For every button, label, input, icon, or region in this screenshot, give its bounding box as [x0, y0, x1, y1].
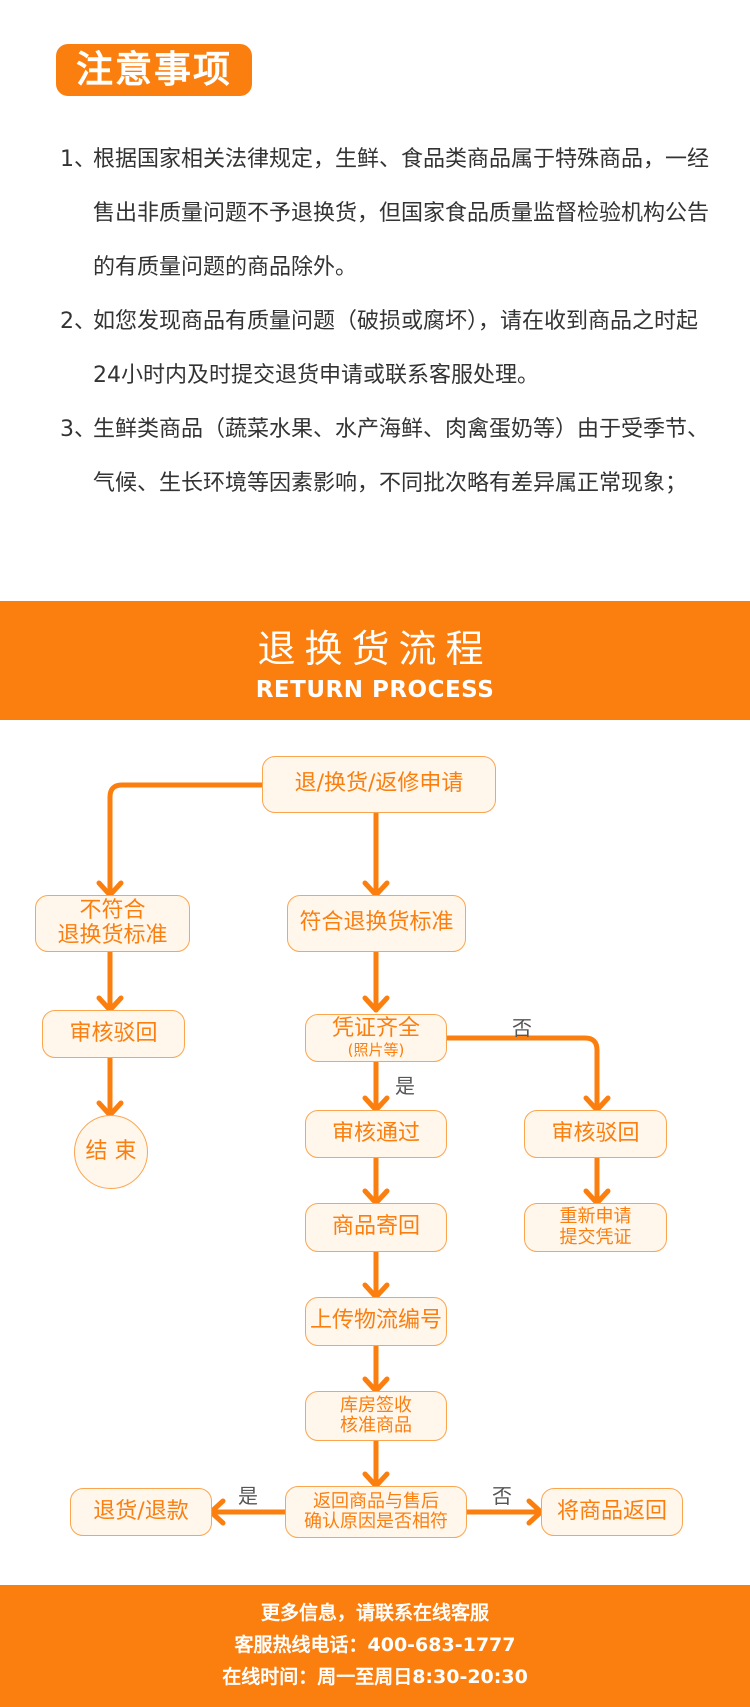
node-proof-line2: (照片等)	[347, 1040, 405, 1059]
edge-proof-to-reject-right	[444, 1035, 600, 1113]
node-apply: 退/换货/返修申请	[262, 756, 496, 813]
label-yes-bottom: 是	[238, 1484, 258, 1508]
node-warehouse: 库房签收 核准商品	[305, 1391, 447, 1441]
notice-item-1-text: 根据国家相关法律规定，生鲜、食品类商品属于特殊商品，一经售出非质量问题不予退换货…	[93, 147, 710, 280]
node-not-meet: 不符合 退换货标准	[35, 895, 190, 952]
node-reject-left-label: 审核驳回	[69, 1020, 158, 1046]
node-reject-right-label: 审核驳回	[551, 1120, 640, 1146]
node-end-label: 结 束	[85, 1138, 137, 1164]
node-return-goods-label: 将商品返回	[556, 1498, 667, 1524]
node-warehouse-line1: 库房签收	[340, 1394, 412, 1416]
return-flowchart: 退/换货/返修申请 不符合 退换货标准 符合退换货标准 审核驳回 结 束 凭证齐…	[0, 720, 750, 1585]
node-refund: 退货/退款	[70, 1488, 212, 1536]
node-not-meet-line2: 退换货标准	[57, 922, 168, 948]
notice-item-1: 1、 根据国家相关法律规定，生鲜、食品类商品属于特殊商品，一经售出非质量问题不予…	[60, 133, 710, 295]
node-apply-label: 退/换货/返修申请	[294, 771, 464, 797]
node-resubmit-line2: 提交凭证	[559, 1226, 632, 1248]
node-refund-label: 退货/退款	[93, 1498, 189, 1524]
label-yes-mid: 是	[395, 1074, 415, 1098]
node-upload-label: 上传物流编号	[309, 1308, 442, 1334]
notice-item-2-text: 如您发现商品有质量问题（破损或腐坏），请在收到商品之时起24小时内及时提交退货申…	[93, 309, 699, 388]
node-meet: 符合退换货标准	[287, 895, 466, 952]
node-pass-label: 审核通过	[331, 1120, 420, 1146]
node-confirm-line2: 确认原因是否相符	[304, 1511, 448, 1532]
footer-hotline: 客服热线电话：400-683-1777	[234, 1634, 516, 1656]
notice-item-2: 2、 如您发现商品有质量问题（破损或腐坏），请在收到商品之时起24小时内及时提交…	[60, 295, 710, 403]
banner-title-en: RETURN PROCESS	[255, 677, 495, 703]
banner-title-zh: 退换货流程	[257, 627, 493, 671]
node-confirm-line1: 返回商品与售后	[313, 1490, 439, 1512]
node-pass: 审核通过	[305, 1110, 447, 1158]
notice-item-1-number: 1、	[60, 147, 96, 172]
process-banner: 退换货流程 RETURN PROCESS	[0, 601, 750, 720]
arrowhead-proof	[362, 995, 390, 1013]
footer-hours: 在线时间：周一至周日8:30-20:30	[222, 1666, 528, 1688]
node-confirm: 返回商品与售后 确认原因是否相符	[285, 1486, 467, 1538]
node-proof-line1: 凭证齐全	[331, 1016, 420, 1042]
notice-item-3-number: 3、	[60, 417, 96, 442]
node-warehouse-line2: 核准商品	[340, 1415, 412, 1436]
node-meet-label: 符合退换货标准	[299, 910, 454, 936]
node-proof: 凭证齐全 (照片等)	[305, 1014, 447, 1062]
node-reject-right: 审核驳回	[524, 1110, 667, 1158]
notice-item-3-text: 生鲜类商品（蔬菜水果、水产海鲜、肉禽蛋奶等）由于受季节、气候、生长环境等因素影响…	[93, 417, 710, 496]
node-end: 结 束	[74, 1115, 148, 1189]
footer-more-info: 更多信息，请联系在线客服	[260, 1602, 489, 1624]
node-send-back-label: 商品寄回	[331, 1214, 420, 1240]
node-send-back: 商品寄回	[305, 1203, 447, 1252]
notice-item-3: 3、 生鲜类商品（蔬菜水果、水产海鲜、肉禽蛋奶等）由于受季节、气候、生长环境等因…	[60, 403, 710, 565]
notice-list: 1、 根据国家相关法律规定，生鲜、食品类商品属于特殊商品，一经售出非质量问题不予…	[60, 133, 710, 565]
edge-apply-to-not-meet	[107, 782, 265, 898]
node-resubmit-line1: 重新申请	[559, 1206, 632, 1228]
node-not-meet-line1: 不符合	[79, 897, 146, 923]
node-reject-left: 审核驳回	[42, 1010, 185, 1058]
node-upload: 上传物流编号	[305, 1297, 447, 1346]
notice-item-2-number: 2、	[60, 309, 96, 334]
label-no-bottom: 否	[492, 1484, 512, 1508]
footer-contact: 更多信息，请联系在线客服 客服热线电话：400-683-1777 在线时间：周一…	[0, 1585, 750, 1707]
label-no-top: 否	[512, 1016, 532, 1040]
node-resubmit: 重新申请 提交凭证	[524, 1203, 667, 1252]
node-return-goods: 将商品返回	[541, 1488, 683, 1536]
notice-title: 注意事项	[56, 44, 252, 96]
